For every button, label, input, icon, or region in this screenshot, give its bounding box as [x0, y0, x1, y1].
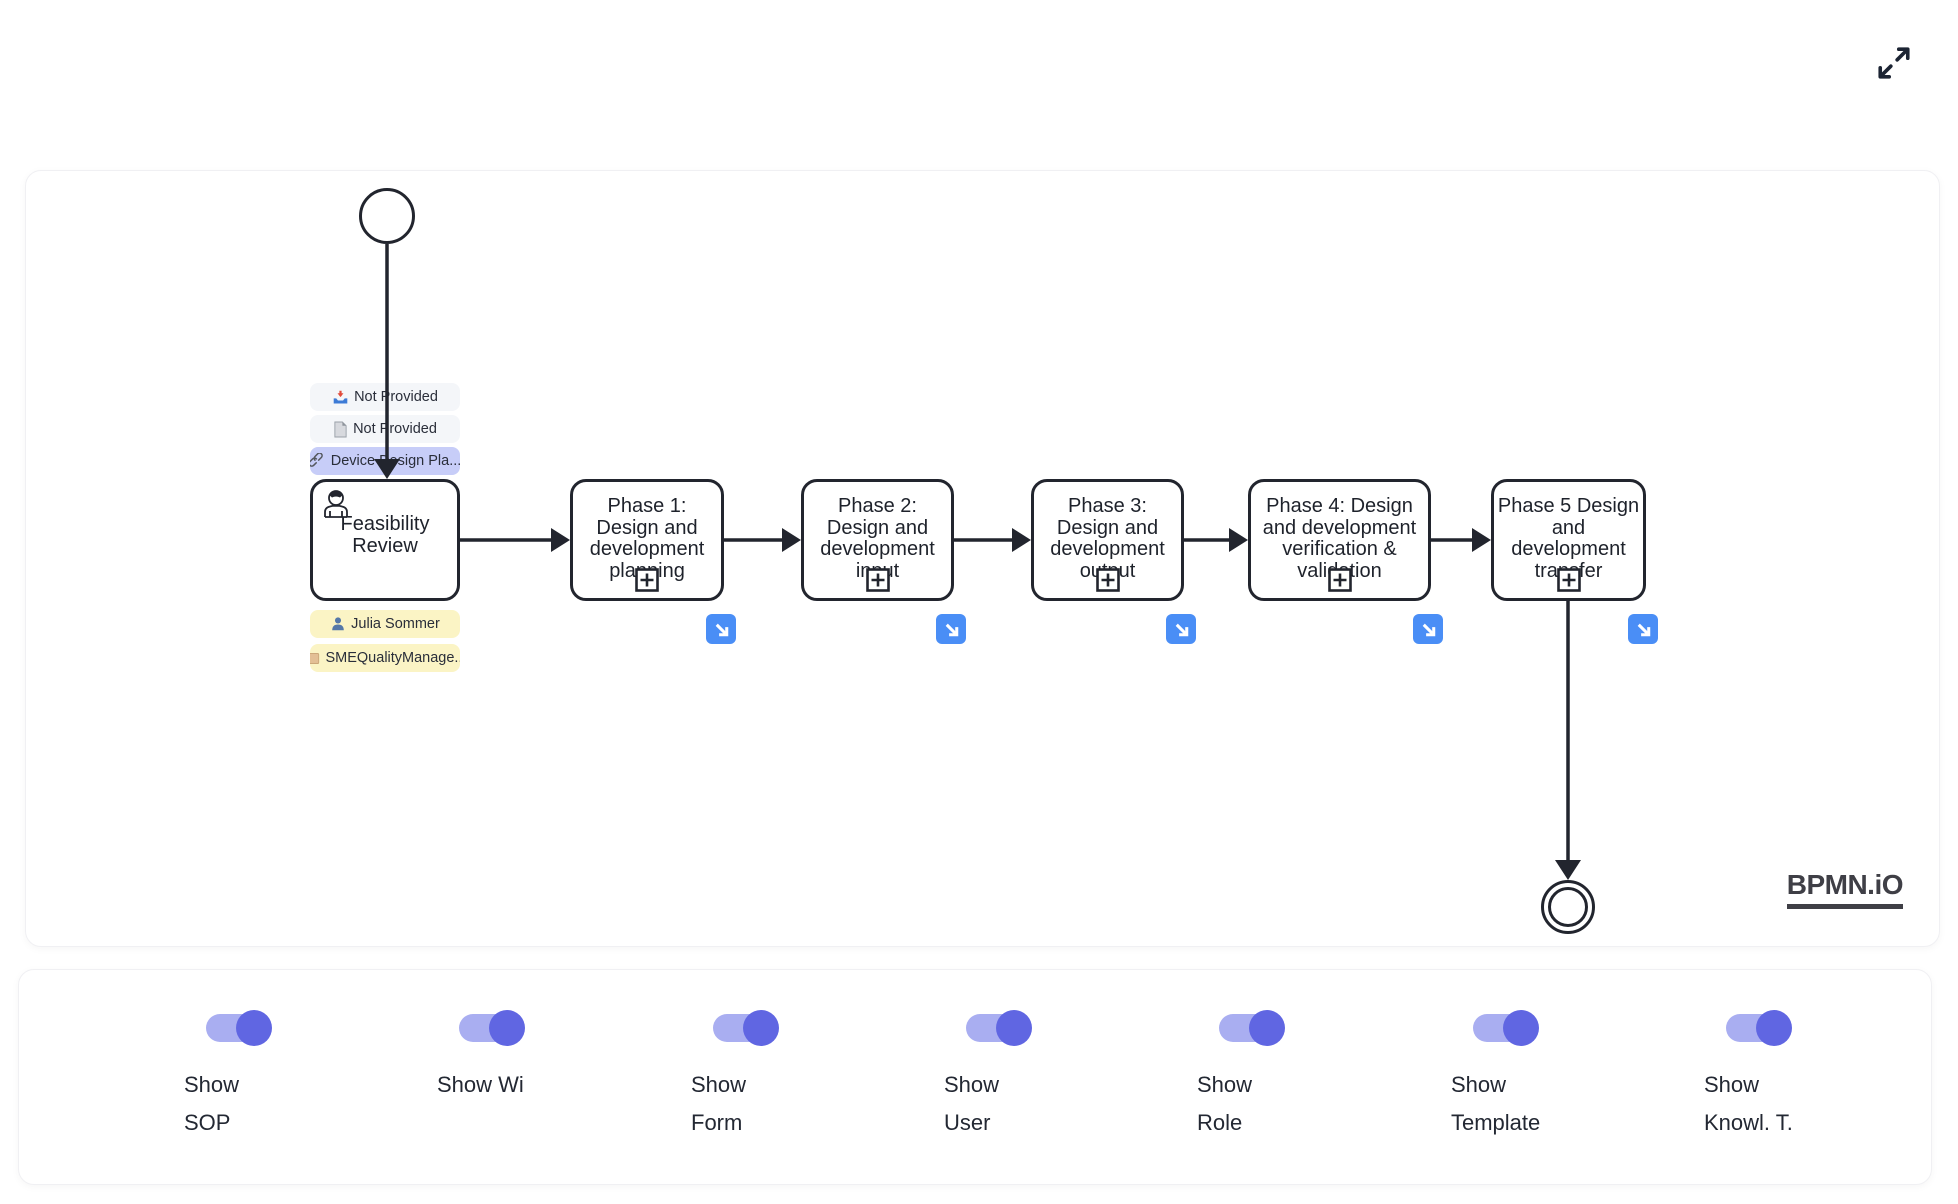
show-sop-toggle[interactable] — [206, 1010, 272, 1046]
show-user-toggle[interactable] — [966, 1010, 1032, 1046]
document-icon — [334, 421, 347, 437]
task-label: Phase 5 Designanddevelopmenttransfer — [1497, 495, 1640, 581]
task-phase-1[interactable]: Phase 1:Design anddevelopmentplanning — [570, 479, 724, 601]
toggle-knob — [1503, 1010, 1539, 1046]
user-task-icon — [320, 487, 352, 525]
expand-diagram-button[interactable] — [1874, 44, 1914, 84]
bpmn-end-event[interactable] — [1541, 880, 1595, 934]
tag-icon — [310, 652, 320, 664]
overlay-chip-role[interactable]: SMEQualityManage... — [310, 644, 460, 672]
show-knowledge-toggle[interactable] — [1726, 1010, 1792, 1046]
toggle-knob — [236, 1010, 272, 1046]
overlay-chip-template-link[interactable]: Device Design Pla... — [310, 447, 460, 475]
drilldown-badge-phase-1[interactable] — [706, 614, 736, 644]
show-wi-toggle[interactable] — [459, 1010, 525, 1046]
drilldown-badge-phase-5[interactable] — [1628, 614, 1658, 644]
overlay-chip-sop: Not Provided — [310, 383, 460, 411]
toggle-knob — [489, 1010, 525, 1046]
subprocess-expand-marker[interactable] — [635, 568, 659, 592]
task-label: Phase 3:Design anddevelopmentoutput — [1050, 495, 1165, 581]
toggle-knob — [1249, 1010, 1285, 1046]
expand-icon — [1876, 45, 1912, 84]
arrow-down-right-icon — [715, 623, 728, 636]
overlay-chip-label: Not Provided — [354, 389, 438, 405]
person-icon — [332, 617, 344, 631]
bpmn-io-logo[interactable]: BPMN.iO — [1786, 869, 1904, 909]
task-phase-2[interactable]: Phase 2:Design anddevelopmentinput — [801, 479, 954, 601]
subprocess-expand-marker[interactable] — [1095, 568, 1120, 592]
show-form-toggle[interactable] — [713, 1010, 779, 1046]
show-role-toggle[interactable] — [1219, 1010, 1285, 1046]
task-phase-5[interactable]: Phase 5 Designanddevelopmenttransfer — [1491, 479, 1646, 601]
overlay-chip-label: Not Provided — [353, 421, 437, 437]
task-label: Phase 2:Design anddevelopmentinput — [820, 495, 935, 581]
end-event-inner-ring — [1548, 887, 1588, 927]
link-icon — [310, 452, 323, 467]
bpmn-start-event[interactable] — [359, 188, 415, 244]
task-phase-3[interactable]: Phase 3:Design anddevelopmentoutput — [1031, 479, 1184, 601]
subprocess-expand-marker[interactable] — [1556, 568, 1581, 592]
show-template-toggle[interactable] — [1473, 1010, 1539, 1046]
arrow-down-right-icon — [1422, 623, 1435, 636]
subprocess-expand-marker[interactable] — [1327, 568, 1352, 592]
toggle-knob — [743, 1010, 779, 1046]
task-label: Feasibility Review — [340, 513, 430, 557]
drilldown-badge-phase-2[interactable] — [936, 614, 966, 644]
arrow-down-right-icon — [945, 623, 958, 636]
toggle-knob — [996, 1010, 1032, 1046]
overlay-chip-workinstruction: Not Provided — [310, 415, 460, 443]
arrow-down-right-icon — [1175, 623, 1188, 636]
drilldown-badge-phase-4[interactable] — [1413, 614, 1443, 644]
arrow-down-right-icon — [1637, 623, 1650, 636]
inbox-icon — [333, 390, 348, 403]
toggle-col-wi: Show Wi — [437, 1010, 657, 1104]
drilldown-badge-phase-3[interactable] — [1166, 614, 1196, 644]
show-wi-label: Show Wi — [437, 1072, 524, 1097]
overlay-chip-user[interactable]: Julia Sommer — [310, 610, 460, 638]
overlay-chip-label: Device Design Pla... — [330, 453, 460, 469]
bpmn-diagram-canvas[interactable]: Not Provided Not Provided Device Design … — [25, 170, 1940, 947]
overlay-chip-label: SMEQualityManage... — [325, 650, 460, 666]
task-feasibility-review[interactable]: Feasibility Review — [310, 479, 460, 601]
task-label: Phase 1:Design anddevelopmentplanning — [589, 495, 705, 581]
toggle-knob — [1756, 1010, 1792, 1046]
overlay-chip-label: Julia Sommer — [351, 616, 440, 632]
subprocess-expand-marker[interactable] — [865, 568, 890, 592]
